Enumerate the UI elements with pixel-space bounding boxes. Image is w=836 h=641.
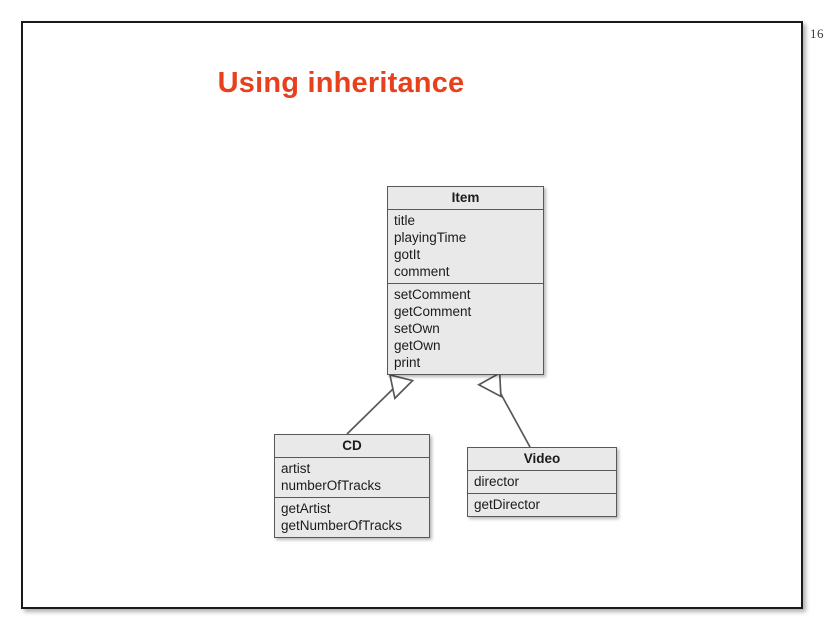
uml-class-cd[interactable]: CD artist numberOfTracks getArtist getNu… <box>274 434 430 538</box>
uml-method: setOwn <box>394 321 440 336</box>
uml-attribute: playingTime <box>394 230 467 245</box>
uml-methods-item: setComment getComment setOwn getOwn prin… <box>388 284 543 374</box>
uml-method: getDirector <box>474 497 541 512</box>
page-number: 16 <box>810 26 824 41</box>
uml-class-item[interactable]: Item title playingTime gotIt comment set… <box>387 186 544 375</box>
inheritance-line-video <box>495 384 531 448</box>
uml-methods-cd: getArtist getNumberOfTracks <box>275 498 429 537</box>
uml-method: getComment <box>394 304 472 319</box>
page-title: Using inheritance <box>23 67 801 100</box>
uml-method: getOwn <box>394 338 441 353</box>
page-title-text: Using inheritance <box>217 67 465 99</box>
uml-attribute: artist <box>281 461 311 476</box>
uml-method: getArtist <box>281 501 331 516</box>
uml-attribute: comment <box>394 264 450 279</box>
uml-attribute: numberOfTracks <box>281 478 382 493</box>
uml-attributes-item: title playingTime gotIt comment <box>388 210 543 284</box>
uml-method: setComment <box>394 287 471 302</box>
uml-class-name-video: Video <box>468 448 616 471</box>
slide-frame: Using inheritance Item title playingTime… <box>21 21 803 609</box>
uml-methods-video: getDirector <box>468 494 616 516</box>
uml-method: getNumberOfTracks <box>281 518 403 533</box>
uml-attributes-cd: artist numberOfTracks <box>275 458 429 498</box>
inheritance-line-cd <box>346 384 398 435</box>
uml-method: print <box>394 355 421 370</box>
uml-class-video[interactable]: Video director getDirector <box>467 447 617 517</box>
uml-attributes-video: director <box>468 471 616 494</box>
uml-attribute: gotIt <box>394 247 421 262</box>
uml-class-name-item: Item <box>388 187 543 210</box>
uml-attribute: director <box>474 474 520 489</box>
uml-class-name-cd: CD <box>275 435 429 458</box>
uml-attribute: title <box>394 213 416 228</box>
uml-class-diagram: Item title playingTime gotIt comment set… <box>23 23 805 611</box>
